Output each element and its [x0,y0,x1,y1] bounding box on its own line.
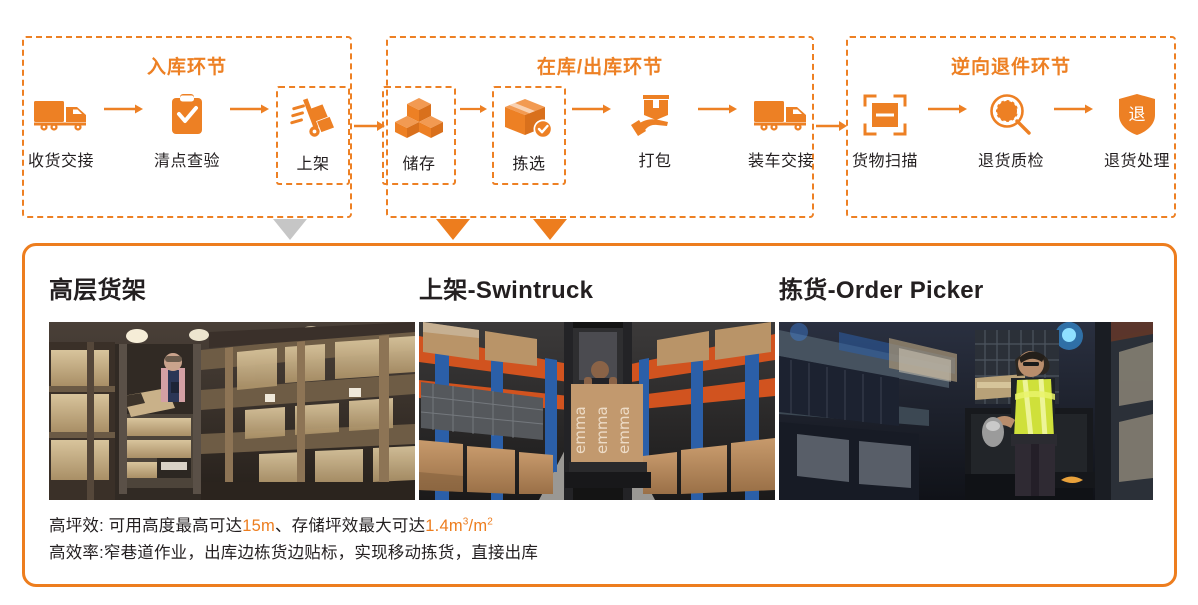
flow-node-label: 退货处理 [1104,153,1171,170]
card-heading-high-racking: 高层货架 [49,277,147,304]
card-heading-order-picker: 拣货-Order Picker [779,277,984,304]
stage-storage-outbound-nodes: 储存 [382,86,814,185]
caption-line1-pre: 高坪效: 可用高度最高可达 [49,517,243,535]
stage-reverse-returns-title: 逆向退件环节 [950,57,1071,78]
flow-node-putaway[interactable]: 上架 [276,86,350,185]
flow-node-label: 打包 [638,153,672,170]
arrow-right-icon [922,86,974,132]
density-sup-cubic: 3 [462,516,469,528]
arrow-right-icon [692,86,744,132]
truck-icon [33,92,89,138]
flow-node-goods-scan[interactable]: 货物扫描 [848,86,922,179]
flow-node-packing[interactable]: 打包 [618,86,692,179]
clipboard-check-icon [168,92,206,138]
return-shield-icon: 退 [1117,92,1157,138]
flow-node-return-inspection[interactable]: 退货质检 [974,86,1048,179]
svg-text:emma: emma [593,406,611,454]
flow-node-label: 上架 [296,156,330,173]
flow-node-label: 收货交接 [28,153,95,170]
flow-node-label: 拣选 [512,156,546,173]
magnifier-icon [989,92,1033,138]
svg-text:退: 退 [1129,105,1146,125]
flow-node-receiving[interactable]: 收货交接 [24,86,98,179]
stage-storage-outbound-title: 在库/出库环节 [536,57,664,78]
down-arrow-chucun [436,219,470,240]
arrow-right-icon [1048,86,1100,132]
stage-inbound-title: 入库环节 [146,57,227,78]
swing-reach-truck-photo: emma emma emma [419,322,775,500]
hand-truck-icon [290,95,336,141]
density-sup-square: 2 [487,516,494,528]
flow-node-label: 清点查验 [154,153,221,170]
stage-reverse-returns: 逆向退件环节 货物扫描 [846,36,1176,218]
caption-line-1: 高坪效: 可用高度最高可达15m、存储坪效最大可达1.4m3/m2 [49,512,493,536]
svg-text:emma: emma [615,406,633,454]
flow-node-label: 货物扫描 [852,153,919,170]
card-heading-swintruck: 上架-Swintruck [419,277,594,304]
arrow-right-icon [566,86,618,132]
caption-line1-highlight-height: 15m [242,517,275,535]
flow-node-storage[interactable]: 储存 [382,86,456,185]
solutions-panel: 高层货架 上架-Swintruck 拣货-Order Picker [22,243,1177,587]
stage-connector-storage-to-returns [816,119,848,133]
stage-reverse-returns-nodes: 货物扫描 退货质检 [848,86,1174,179]
arrow-right-icon [98,86,150,132]
down-arrow-jianxuan [533,219,567,240]
barcode-scan-icon [863,92,907,138]
flow-node-label: 退货质检 [978,153,1045,170]
caption-line1-highlight-density: 1.4m3/m2 [425,516,494,536]
order-picker-photo [779,322,1153,500]
warehouse-high-racking-photo [49,322,415,500]
down-arrow-shangjia [273,219,307,240]
density-base: 1.4m [425,517,463,535]
truck-icon [753,92,809,138]
flow-node-return-processing[interactable]: 退 退货处理 [1100,86,1174,179]
hand-package-icon [630,92,680,138]
flow-node-label: 装车交接 [748,153,815,170]
stacked-boxes-icon [395,95,443,141]
flow-node-loading[interactable]: 装车交接 [744,86,818,179]
stage-inbound: 入库环节 收货交接 [22,36,352,218]
flow-node-picking[interactable]: 拣选 [492,86,566,185]
flow-node-inspection[interactable]: 清点查验 [150,86,224,179]
flow-node-label: 储存 [402,156,436,173]
stage-connector-inbound-to-storage [354,119,386,133]
svg-text:emma: emma [571,406,589,454]
stage-storage-outbound: 在库/出库环节 [382,36,814,218]
arrow-right-icon [224,86,276,132]
box-check-icon [505,95,553,141]
density-slash: /m [468,517,488,535]
arrow-right-icon [456,86,492,132]
caption-line1-mid: 、存储坪效最大可达 [274,517,426,535]
stage-inbound-nodes: 收货交接 清点查验 [24,86,350,185]
caption-line-2: 高效率:窄巷道作业，出库边栋货边贴标，实现移动拣货，直接出库 [49,544,539,562]
